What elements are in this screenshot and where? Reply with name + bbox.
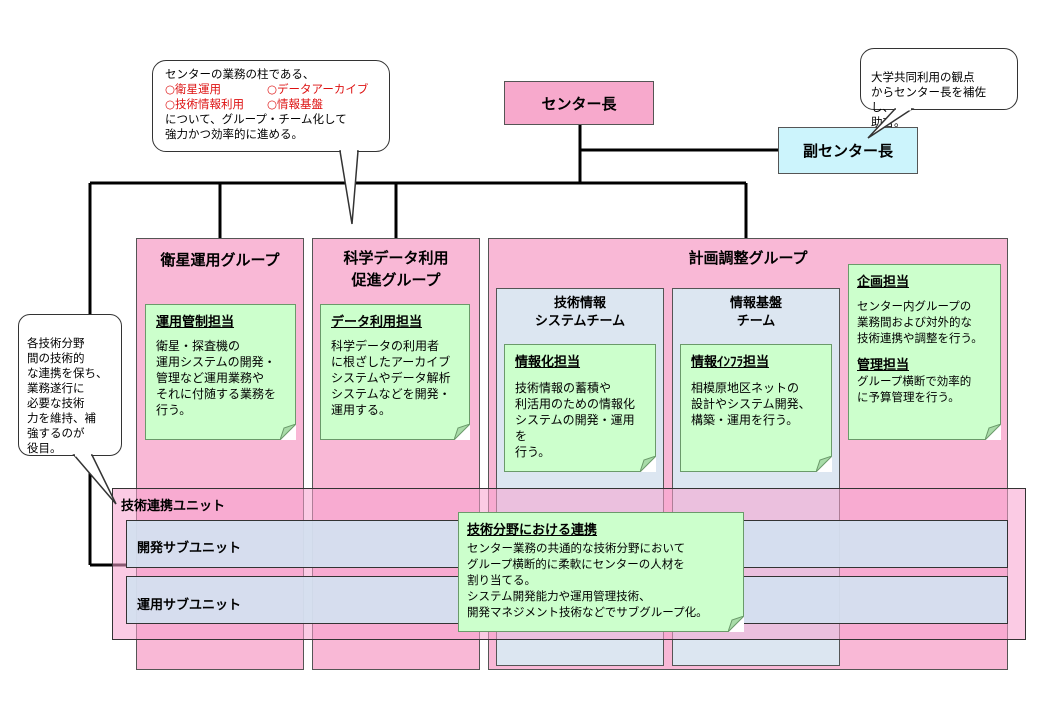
- note-management-title: 管理担当: [857, 358, 910, 373]
- callout-center-pillars: センターの業務の柱である、 ○衛星運用 ○データアーカイブ ○技術情報利用 ○情報基…: [152, 60, 390, 152]
- callout-line4: 強力かつ効率的に進める。: [165, 127, 303, 141]
- page-fold-icon: [454, 424, 470, 440]
- note-tech-field-cooperation: 技術分野における連携 センター業務の共通的な技術分野において グループ横断的に柔…: [458, 512, 744, 632]
- note-operations-control-title: 運用管制担当: [156, 315, 235, 330]
- callout-unit-role: 各技術分野 間の技術的 な連携を保ち、 業務遂行に 必要な技術 力を維持、補 強…: [18, 314, 122, 456]
- callout-line2: ○衛星運用 ○データアーカイブ: [165, 82, 377, 97]
- callout-line2b: ○技術情報利用 ○情報基盤: [165, 97, 377, 112]
- pillar-tech-info: ○技術情報利用: [165, 97, 245, 111]
- callout-line1: センターの業務の柱である、: [165, 67, 315, 81]
- note-info-infra-title: 情報ｲﾝﾌﾗ担当: [691, 355, 770, 370]
- page-fold-icon: [816, 456, 832, 472]
- callout-vice-director-role: 大学共同利用の観点 からセンター長を補佐し、 助言。: [860, 48, 1018, 129]
- group-satellite-title: 衛星運用グループ: [160, 251, 280, 269]
- group-planning-title: 計画調整グループ: [688, 249, 808, 267]
- vice-director-label: 副センター長: [802, 142, 893, 160]
- page-fold-icon: [728, 616, 744, 632]
- note-planning-text: センター内グループの 業務間および対外的な 技術連携や調整を行う。: [857, 299, 983, 345]
- director-box: センター長: [504, 81, 654, 125]
- callout-line3: について、グループ・チーム化して: [165, 112, 347, 126]
- group-science-data-title: 科学データ利用 促進グループ: [343, 249, 449, 289]
- note-info-infra: 情報ｲﾝﾌﾗ担当 相模原地区ネットの 設計やシステム開発、 構築・運用を行う。: [680, 344, 832, 472]
- team-tech-info-title: 技術情報 システムチーム: [534, 296, 626, 329]
- pillar-archive: ○データアーカイブ: [267, 82, 369, 96]
- director-label: センター長: [541, 95, 617, 113]
- note-tech-field-title: 技術分野における連携: [467, 523, 598, 538]
- callout-unit-role-text: 各技術分野 間の技術的 な連携を保ち、 業務遂行に 必要な技術 力を維持、補 強…: [27, 336, 108, 455]
- page-fold-icon: [640, 456, 656, 472]
- subunit-development-label: 開発サブユニット: [137, 541, 242, 556]
- note-informatization-title: 情報化担当: [515, 355, 581, 370]
- note-informatization-text: 技術情報の蓄積や 利活用のための情報化 システムの開発・運用を 行う。: [515, 381, 636, 459]
- vice-director-box: 副センター長: [778, 127, 918, 174]
- note-planning-management: 企画担当 センター内グループの 業務間および対外的な 技術連携や調整を行う。 管…: [848, 264, 1001, 440]
- note-data-utilization-title: データ利用担当: [331, 315, 423, 330]
- note-data-utilization-text: 科学データの利用者 に根ざしたアーカイブ システムやデータ解析 システムなどを開…: [331, 339, 451, 417]
- pillar-satellite: ○衛星運用: [165, 82, 222, 96]
- page-fold-icon: [985, 424, 1001, 440]
- note-tech-field-text: センター業務の共通的な技術分野において グループ横断的に柔軟にセンターの人材を …: [467, 541, 708, 619]
- note-planning-title: 企画担当: [857, 275, 910, 290]
- subunit-operations-label: 運用サブユニット: [137, 598, 242, 613]
- team-info-infrastructure-title: 情報基盤 チーム: [729, 296, 782, 329]
- unit-title: 技術連携ユニット: [121, 499, 226, 514]
- note-operations-control-text: 衛星・探査機の 運用システムの開発・ 管理など運用業務や それに付随する業務を …: [156, 339, 277, 417]
- pillar-infra: ○情報基盤: [267, 97, 324, 111]
- note-data-utilization: データ利用担当 科学データの利用者 に根ざしたアーカイブ システムやデータ解析 …: [320, 304, 470, 440]
- note-operations-control: 運用管制担当 衛星・探査機の 運用システムの開発・ 管理など運用業務や それに付…: [145, 304, 296, 440]
- note-info-infra-text: 相模原地区ネットの 設計やシステム開発、 構築・運用を行う。: [691, 381, 811, 427]
- page-fold-icon: [280, 424, 296, 440]
- note-informatization: 情報化担当 技術情報の蓄積や 利活用のための情報化 システムの開発・運用を 行う…: [504, 344, 656, 472]
- note-management-text: グループ横断で効率的 に予算管理を行う。: [857, 374, 972, 404]
